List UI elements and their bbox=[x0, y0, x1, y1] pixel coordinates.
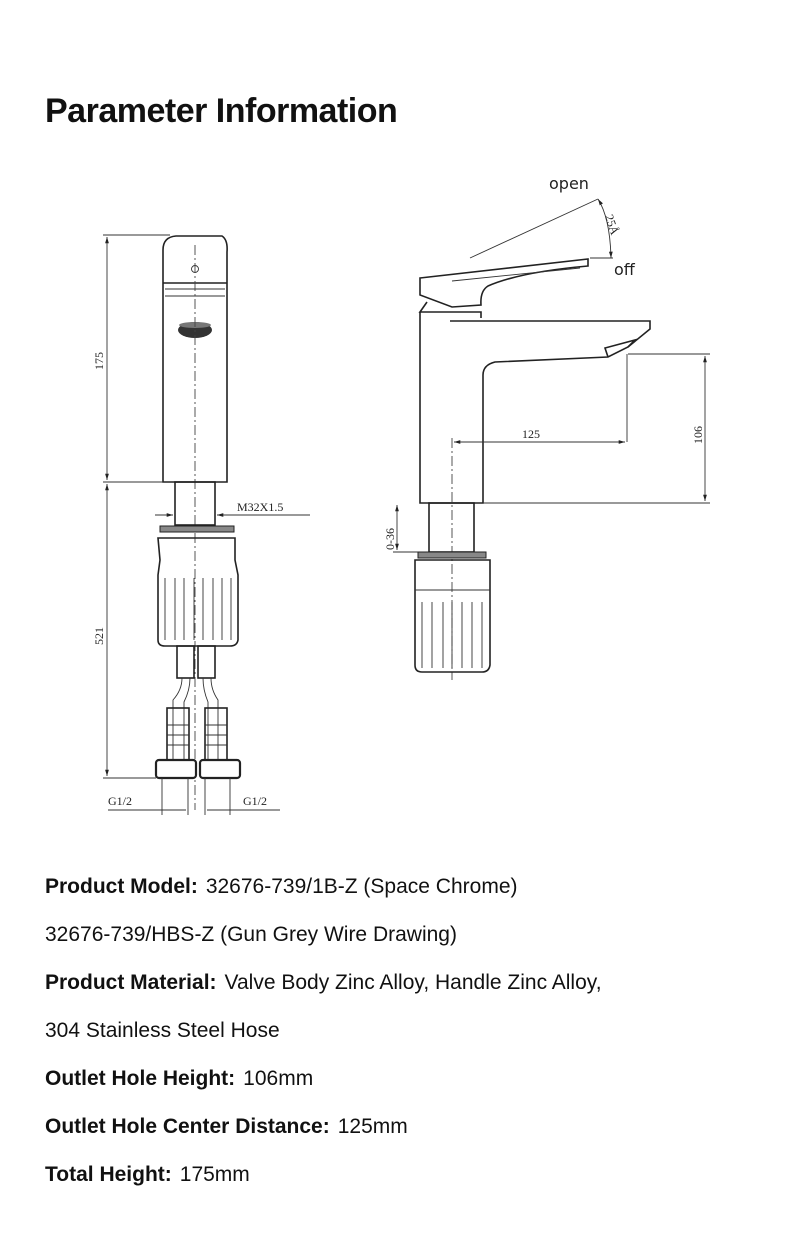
outlet-height-label: 106 bbox=[691, 426, 705, 444]
spec-value: 32676-739/HBS-Z (Gun Grey Wire Drawing) bbox=[45, 923, 457, 946]
spec-value: 106mm bbox=[243, 1067, 314, 1090]
open-label: open bbox=[549, 174, 589, 193]
spec-outlet-height: Outlet Hole Height: 106mm bbox=[45, 1068, 602, 1116]
height-175-label: 175 bbox=[92, 352, 106, 370]
spec-outlet-distance: Outlet Hole Center Distance: 125mm bbox=[45, 1116, 602, 1164]
spec-product-material-cont: 304 Stainless Steel Hose bbox=[45, 1020, 602, 1068]
reach-label: 125 bbox=[522, 427, 540, 441]
spec-label: Product Model: bbox=[45, 875, 198, 898]
spec-total-height: Total Height: 175mm bbox=[45, 1164, 602, 1212]
faucet-technical-drawing: 175 M32X1.5 521 G1/2 G1/2 open off 25Å bbox=[92, 174, 710, 815]
spec-value: 125mm bbox=[337, 1115, 408, 1138]
spec-value: 175mm bbox=[179, 1163, 250, 1186]
side-view: open off 25Å 106 125 0-36 bbox=[383, 174, 710, 680]
thread-label: M32X1.5 bbox=[237, 500, 283, 514]
spec-value: 32676-739/1B-Z (Space Chrome) bbox=[205, 875, 518, 898]
page-title: Parameter Information bbox=[45, 92, 398, 130]
front-view: 175 M32X1.5 521 G1/2 G1/2 bbox=[92, 234, 310, 815]
spec-product-material: Product Material: Valve Body Zinc Alloy, … bbox=[45, 972, 602, 1020]
spec-product-model: Product Model: 32676-739/1B-Z (Space Chro… bbox=[45, 876, 602, 924]
inlet-left-label: G1/2 bbox=[108, 794, 132, 808]
length-521-label: 521 bbox=[92, 627, 106, 645]
spec-label: Outlet Hole Height: bbox=[45, 1067, 236, 1090]
off-label: off bbox=[614, 260, 636, 279]
spec-product-model-alt: 32676-739/HBS-Z (Gun Grey Wire Drawing) bbox=[45, 924, 602, 972]
inlet-right-label: G1/2 bbox=[243, 794, 267, 808]
spec-value: 304 Stainless Steel Hose bbox=[45, 1019, 280, 1042]
spec-label: Outlet Hole Center Distance: bbox=[45, 1115, 330, 1138]
spec-label: Total Height: bbox=[45, 1163, 172, 1186]
spec-list: Product Model: 32676-739/1B-Z (Space Chro… bbox=[45, 876, 602, 1212]
spec-label: Product Material: bbox=[45, 971, 217, 994]
spec-value: Valve Body Zinc Alloy, Handle Zinc Alloy… bbox=[224, 971, 602, 994]
adjust-range-label: 0-36 bbox=[383, 528, 397, 550]
